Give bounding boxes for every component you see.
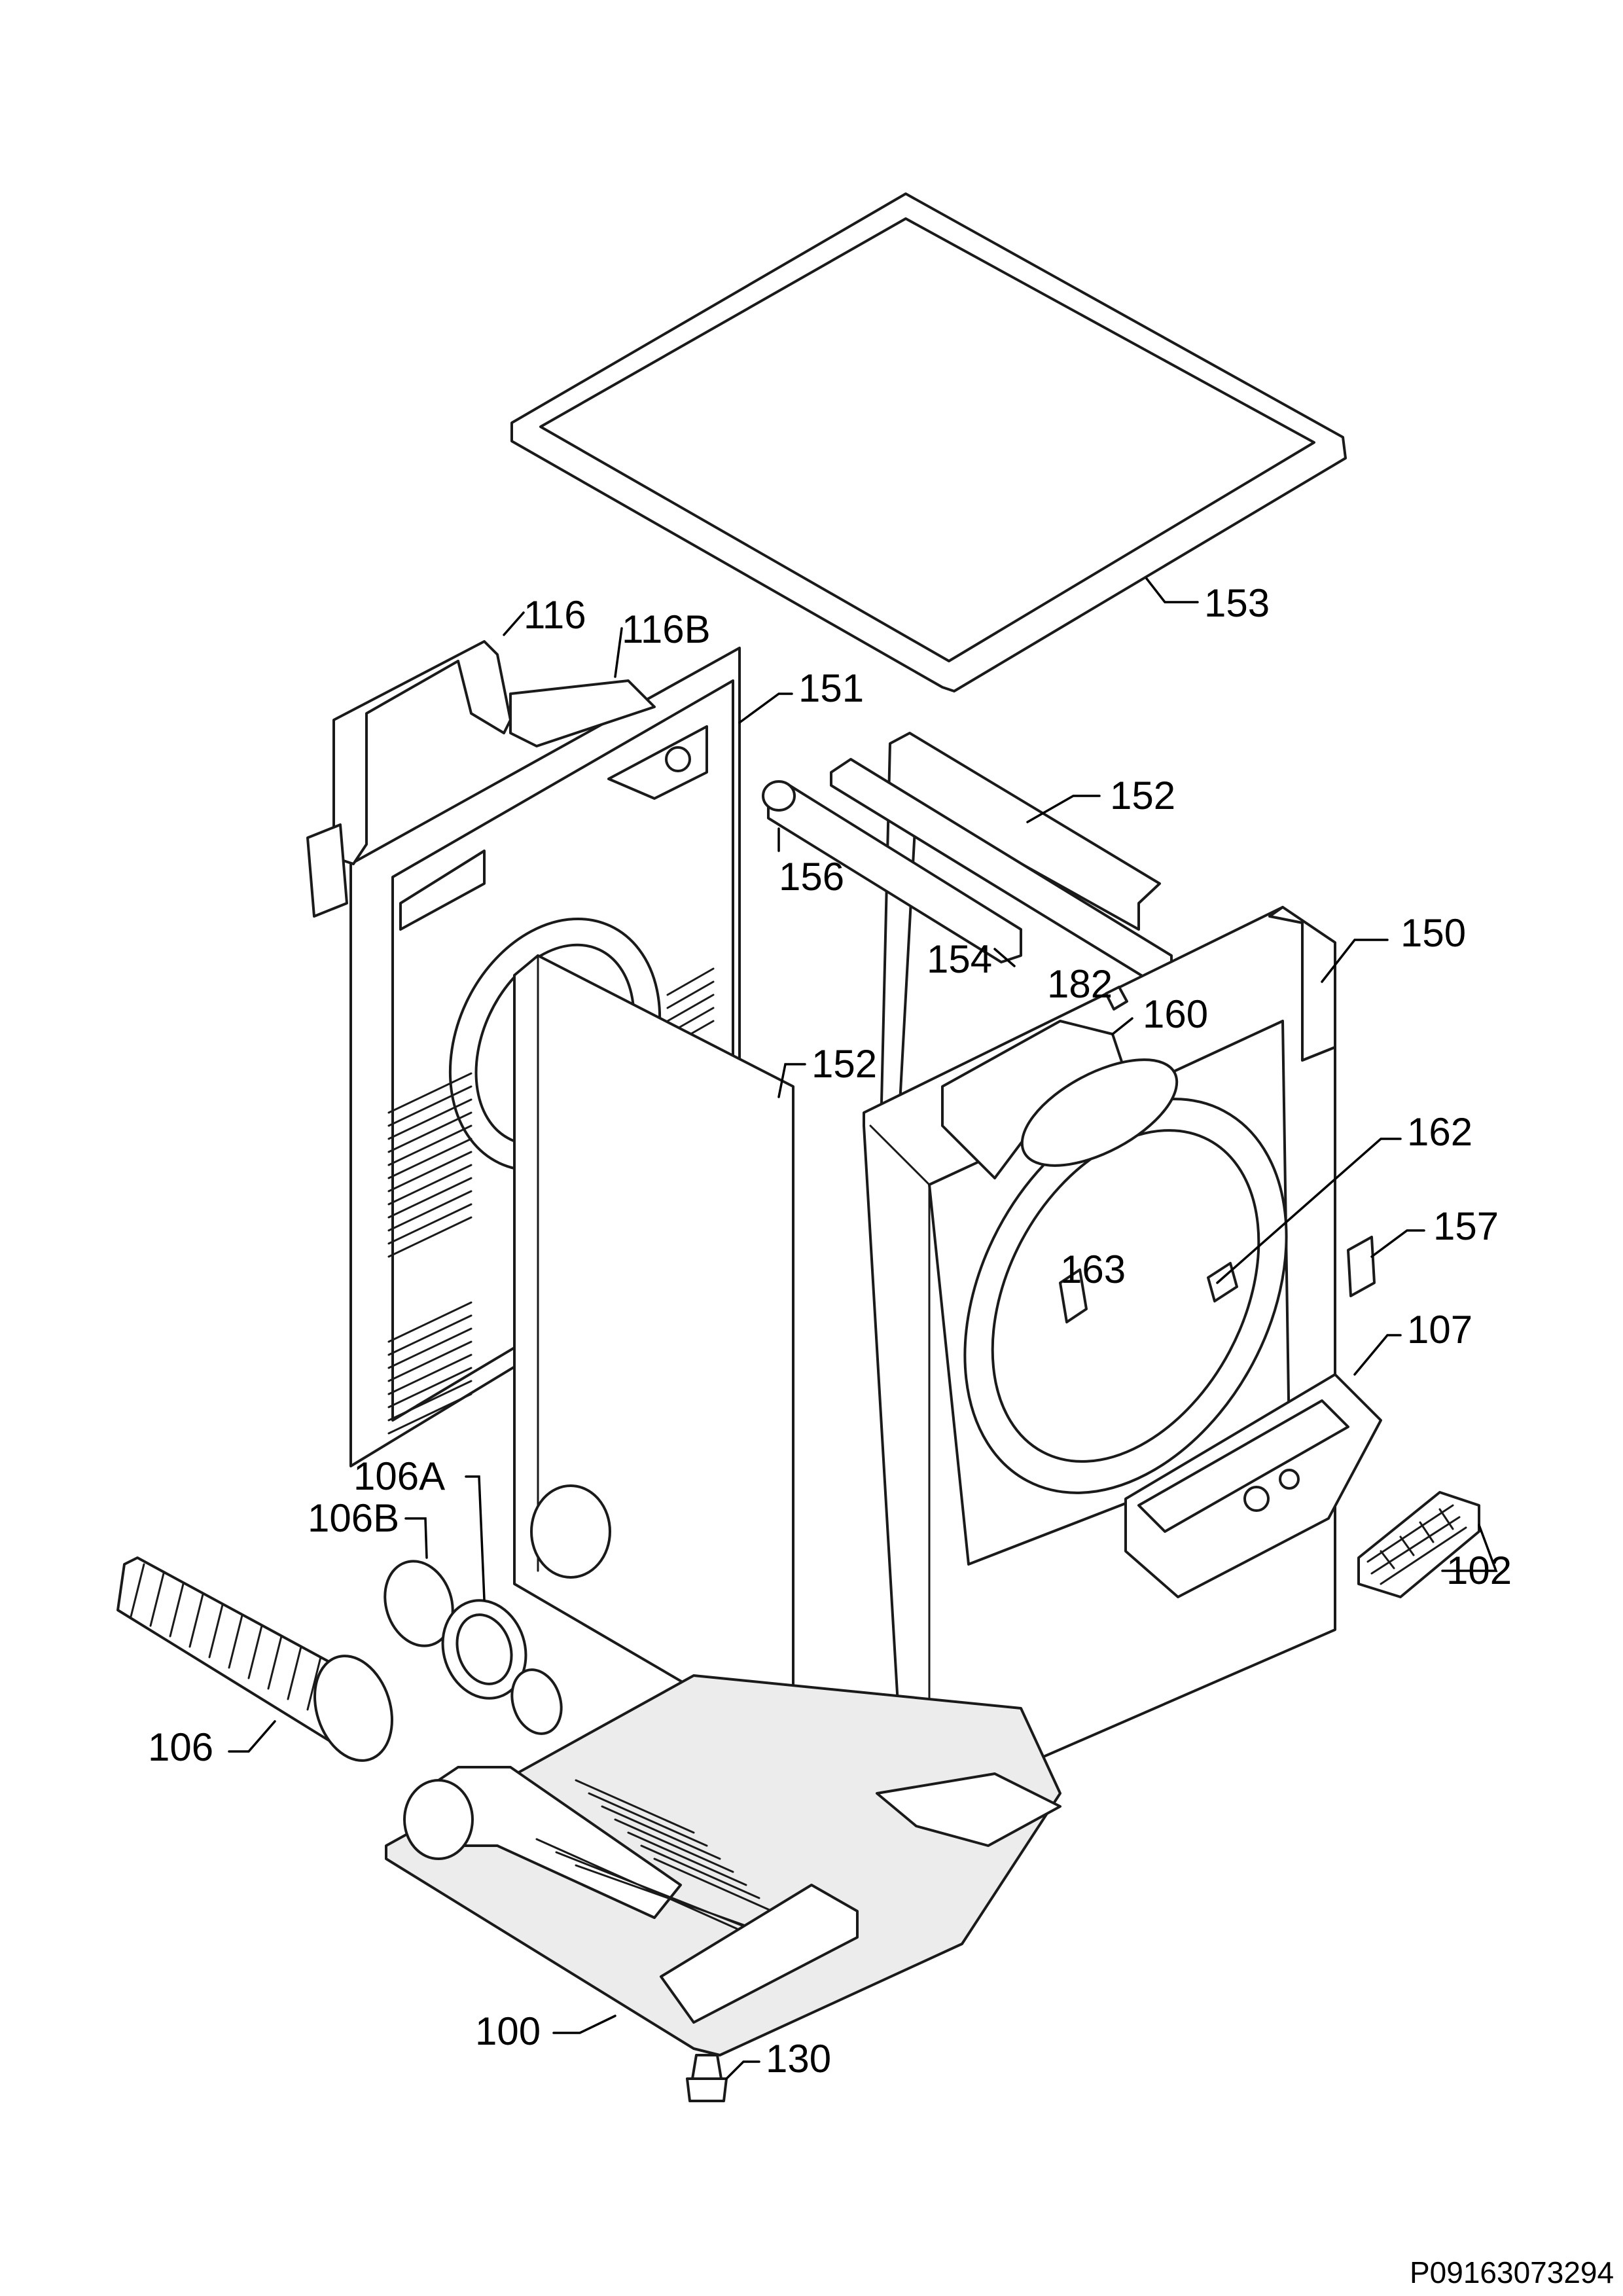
leader-152-front — [777, 1063, 806, 1098]
leader-106B — [404, 1517, 428, 1559]
part-exhaust-hose — [116, 1556, 393, 1762]
callout-106B: 106B — [308, 1496, 399, 1540]
callout-150: 150 — [1400, 911, 1466, 955]
part-clip — [1105, 986, 1128, 1011]
leader-lines — [228, 577, 1498, 2080]
leader-162 — [1216, 1138, 1402, 1284]
callout-106A: 106A — [353, 1454, 445, 1498]
leader-116 — [503, 611, 525, 636]
part-rear-bracket — [306, 640, 656, 918]
leader-153 — [1145, 577, 1199, 603]
callout-107: 107 — [1407, 1308, 1472, 1352]
leader-157 — [1370, 1229, 1425, 1258]
part-base — [385, 1674, 1061, 2056]
callout-160: 160 — [1143, 992, 1208, 1036]
callout-157: 157 — [1433, 1204, 1499, 1248]
callout-labels: 153 116 116B 151 152 156 154 150 182 160… — [148, 581, 1512, 2081]
callout-130: 130 — [766, 2037, 831, 2081]
leader-151 — [738, 692, 793, 724]
callout-102: 102 — [1446, 1549, 1512, 1592]
callout-116B: 116B — [622, 607, 711, 651]
leader-102 — [1441, 1524, 1498, 1572]
part-hose-adapter — [383, 1560, 563, 1735]
callout-106: 106 — [148, 1725, 213, 1769]
rear-panel-vent-slots — [387, 967, 715, 1435]
base-vent-slots — [575, 1779, 774, 1912]
callout-156: 156 — [779, 855, 844, 899]
leader-106 — [228, 1720, 276, 1753]
part-top-cover — [510, 192, 1347, 692]
callout-162: 162 — [1407, 1110, 1472, 1154]
leader-160 — [1111, 1017, 1133, 1035]
part-side-panel — [513, 954, 794, 1736]
callout-152-rear: 152 — [1110, 774, 1175, 817]
part-rail-rod — [762, 780, 1022, 963]
callout-153: 153 — [1204, 581, 1270, 625]
callout-182: 182 — [1047, 962, 1113, 1006]
leader-150 — [1321, 939, 1389, 983]
part-drum-seal — [941, 1020, 1179, 1179]
leader-154 — [993, 948, 1016, 967]
callout-152-front: 152 — [812, 1042, 877, 1086]
leader-100 — [552, 2015, 616, 2034]
part-lint-filter — [1357, 1491, 1480, 1598]
part-filter-housing — [1124, 1373, 1382, 1598]
callout-151: 151 — [798, 666, 864, 710]
part-small-cover — [1347, 1236, 1376, 1297]
leader-107 — [1353, 1334, 1402, 1376]
leader-116B — [614, 627, 623, 678]
callout-163: 163 — [1060, 1247, 1126, 1291]
callout-116: 116 — [524, 593, 586, 637]
callout-100: 100 — [475, 2009, 541, 2053]
leader-130 — [725, 2060, 760, 2080]
document-code: P09163073294 — [1410, 2255, 1614, 2289]
leader-152-rear — [1026, 795, 1101, 823]
part-foot — [686, 2054, 728, 2102]
leader-106A — [465, 1475, 486, 1601]
callout-154: 154 — [927, 937, 992, 981]
